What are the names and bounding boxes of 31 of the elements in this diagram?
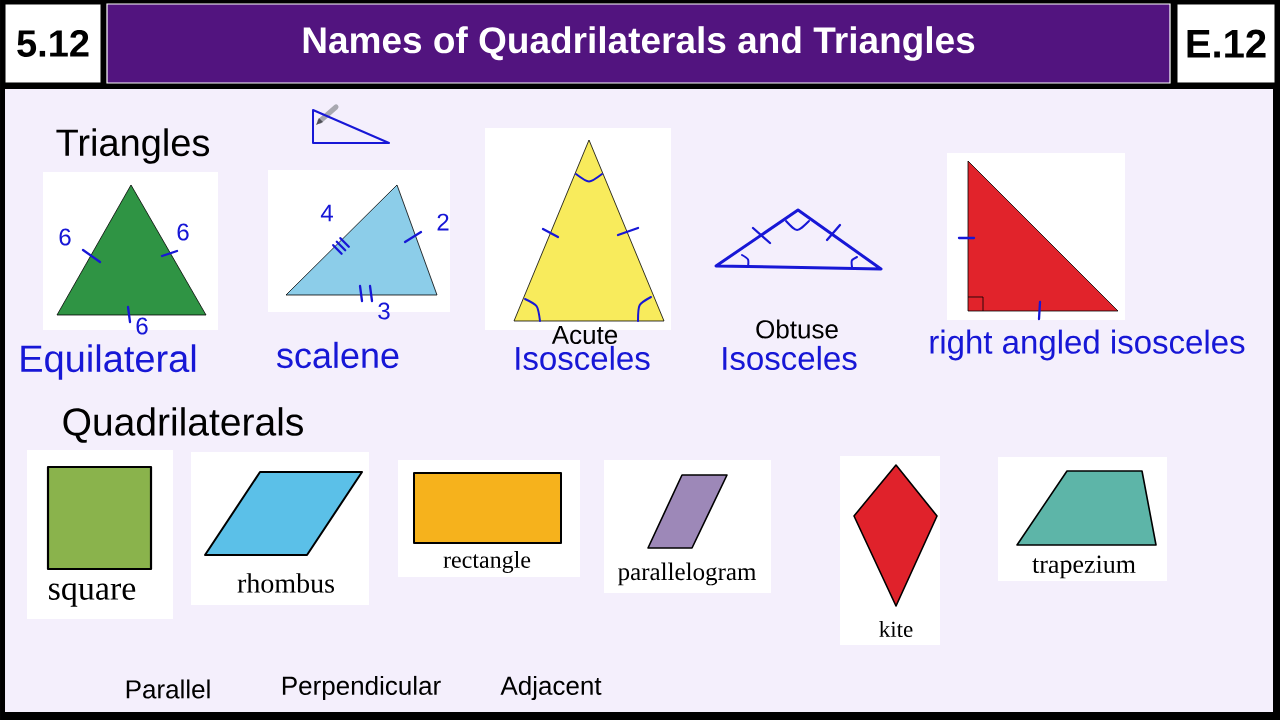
shape-name: Obtuse bbox=[756, 319, 838, 339]
handwritten-name: scalene bbox=[276, 341, 399, 369]
handwritten-name: Equilateral bbox=[21, 344, 196, 380]
shape-name: rectangle bbox=[443, 551, 531, 573]
number-box: 5.12 bbox=[4, 3, 102, 84]
handwritten-name: Isosceles bbox=[516, 345, 650, 371]
shape-name: rhombus bbox=[237, 573, 334, 593]
title-banner: Names of Quadrilaterals and Triangles bbox=[106, 3, 1171, 84]
shape-name: trapezium bbox=[1032, 555, 1136, 579]
handwritten-name: right angled isosceles bbox=[930, 329, 1245, 361]
triangle bbox=[56, 184, 207, 316]
triangle bbox=[285, 184, 438, 296]
sketched-triangle bbox=[312, 109, 390, 144]
side-length: 2 bbox=[437, 213, 449, 231]
side-length: 6 bbox=[59, 228, 71, 246]
heading: Quadrilaterals bbox=[63, 407, 303, 443]
heading: Triangles bbox=[56, 128, 210, 164]
side-length: 6 bbox=[177, 223, 189, 241]
term: Parallel bbox=[126, 679, 210, 699]
shape-name: square bbox=[49, 583, 136, 607]
shape-name: parallelogram bbox=[618, 562, 757, 586]
side-length: 3 bbox=[378, 302, 390, 320]
shape-name: kite bbox=[879, 620, 913, 638]
triangle bbox=[967, 160, 1119, 312]
side-length: 4 bbox=[320, 204, 333, 222]
shape-name: Acute bbox=[551, 325, 618, 345]
term: Perpendicular bbox=[282, 675, 441, 701]
side-length: 6 bbox=[136, 317, 148, 335]
number-box: E.12 bbox=[1176, 3, 1276, 84]
term: Adjacent bbox=[500, 675, 602, 701]
handwritten-name: Isosceles bbox=[723, 345, 857, 371]
